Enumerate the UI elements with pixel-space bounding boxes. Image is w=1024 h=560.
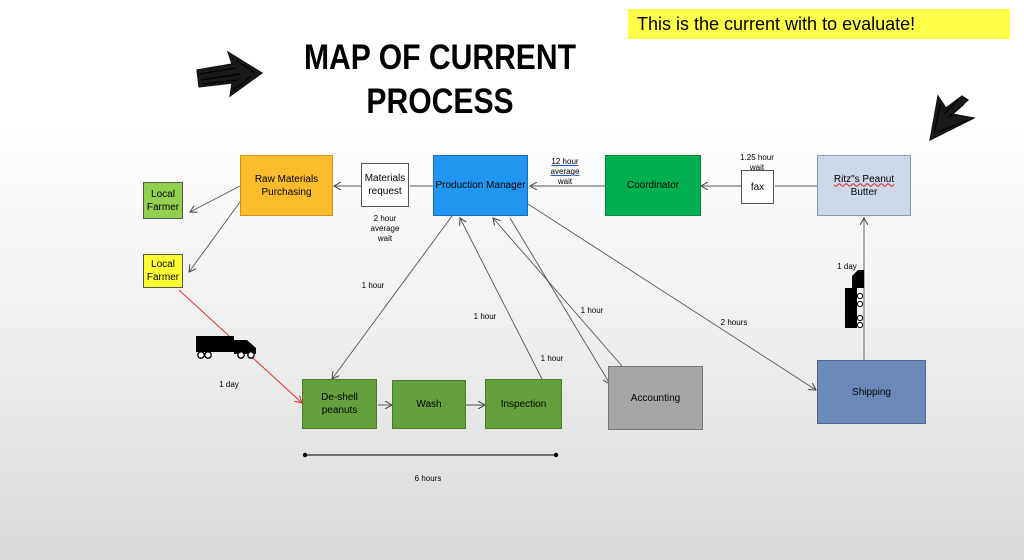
local-farmer-1-label: Local Farmer bbox=[146, 188, 180, 213]
sketch-arrow-right-icon bbox=[929, 94, 976, 142]
timeline-start-dot bbox=[302, 452, 308, 458]
page-title-line2: PROCESS bbox=[366, 82, 514, 121]
ritz-label: Ritz"s Peanut Butter bbox=[834, 173, 894, 199]
raw-materials-purchasing-box: Raw Materials Purchasing bbox=[240, 155, 333, 216]
pm-accounting-1-hour-label: 1 hour bbox=[580, 306, 604, 315]
wait-12h-line3: wait bbox=[557, 177, 573, 186]
production-manager-box: Production Manager bbox=[433, 155, 528, 216]
local-farmer-1-box: Local Farmer bbox=[143, 182, 183, 219]
wash-label: Wash bbox=[416, 399, 442, 410]
pm-deshell-1-hour-label: 1 hour bbox=[361, 281, 385, 290]
fax-box: fax bbox=[741, 170, 774, 204]
process-6-hours-label: 6 hours bbox=[414, 474, 442, 483]
timeline-end-dot bbox=[553, 452, 559, 458]
ritz-label-line2: Butter bbox=[850, 186, 878, 198]
truck-1-day-label: 1 day bbox=[219, 380, 239, 389]
wait-12h-label: 12 hour average wait bbox=[546, 157, 584, 187]
local-farmer-2-box: Local Farmer bbox=[143, 254, 183, 288]
inspection-to-pm-arrow bbox=[460, 218, 543, 380]
wait-125h-line2: wait bbox=[749, 163, 765, 172]
evaluation-banner: This is the current with to evaluate! bbox=[628, 9, 1010, 39]
raw-to-farmer2-arrow bbox=[189, 201, 241, 272]
shipping-label: Shipping bbox=[852, 386, 891, 398]
pm-shipping-2-hours-label: 2 hours bbox=[720, 318, 748, 327]
pm-to-shipping-arrow bbox=[527, 203, 816, 390]
coordinator-label: Coordinator bbox=[626, 180, 680, 191]
page-title: MAP OF CURRENT PROCESS bbox=[294, 36, 586, 124]
shipping-box: Shipping bbox=[817, 360, 926, 424]
pm-inspection-1-hour-label-a: 1 hour bbox=[473, 312, 497, 321]
inspection-label: Inspection bbox=[500, 398, 547, 410]
sketch-arrow-left-icon bbox=[196, 50, 264, 98]
materials-request-label: Materials request bbox=[364, 173, 406, 197]
deshell-peanuts-box: De-shell peanuts bbox=[302, 379, 377, 429]
materials-request-box: Materials request bbox=[361, 163, 409, 207]
pm-to-accounting-arrow bbox=[509, 217, 610, 384]
coordinator-box: Coordinator bbox=[605, 155, 701, 216]
wash-box: Wash bbox=[392, 380, 466, 429]
page-title-line1: MAP OF CURRENT bbox=[303, 38, 577, 77]
accounting-label: Accounting bbox=[630, 392, 681, 404]
pm-to-deshell-arrow bbox=[332, 215, 453, 379]
shipping-ritz-1-day-label: 1 day bbox=[837, 262, 857, 271]
wait-125h-label: 1.25 hour wait bbox=[734, 153, 780, 173]
wait-12h-line1: 12 hour bbox=[551, 157, 579, 166]
raw-to-farmer1-arrow bbox=[190, 185, 241, 212]
truck-icon bbox=[196, 336, 256, 359]
ritz-label-line1: Ritz"s Peanut bbox=[833, 173, 895, 185]
deshell-label: De-shell peanuts bbox=[321, 392, 358, 416]
pm-inspection-1-hour-label-b: 1 hour bbox=[540, 354, 564, 363]
wait-2h-label: 2 hour average wait bbox=[370, 214, 400, 243]
inspection-box: Inspection bbox=[485, 379, 562, 429]
wait-12h-line2: average bbox=[550, 167, 580, 176]
ritz-peanut-butter-box: Ritz"s Peanut Butter bbox=[817, 155, 911, 216]
accounting-to-pm-arrow bbox=[493, 218, 623, 367]
accounting-box: Accounting bbox=[608, 366, 703, 430]
fax-label: fax bbox=[750, 181, 765, 193]
local-farmer-2-label: Local Farmer bbox=[146, 259, 180, 283]
raw-materials-label: Raw Materials Purchasing bbox=[254, 173, 319, 198]
wait-125h-line1: 1.25 hour bbox=[740, 153, 774, 162]
production-manager-label: Production Manager bbox=[435, 180, 526, 191]
truck-vertical-icon bbox=[845, 270, 864, 329]
